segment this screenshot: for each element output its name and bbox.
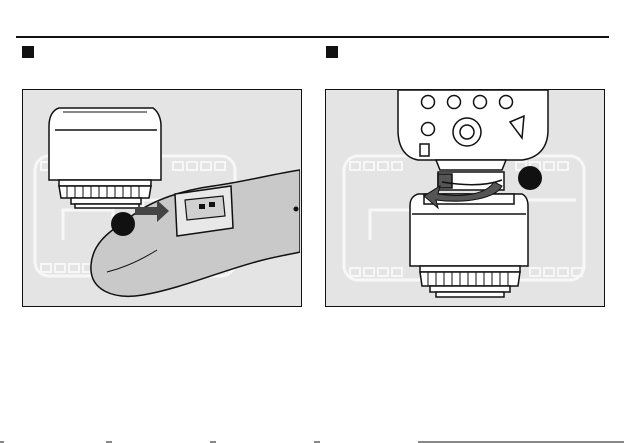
step-marker-right (326, 46, 338, 58)
right-illustration (326, 90, 603, 305)
shoe-slot (175, 186, 233, 236)
right-illustration-panel (325, 89, 605, 307)
bracket-screw-hole (294, 207, 299, 212)
page-bottom-ticks (0, 436, 625, 443)
header-rule (16, 36, 609, 38)
left-illustration-panel (22, 89, 302, 307)
left-illustration (23, 90, 300, 305)
step-marker-left (22, 46, 34, 58)
flash-receiver (410, 194, 528, 297)
step-callout-bubble (111, 212, 135, 236)
speedlight-flash (398, 90, 548, 170)
step-callout-bubble (518, 166, 542, 190)
flash-receiver (49, 108, 161, 208)
